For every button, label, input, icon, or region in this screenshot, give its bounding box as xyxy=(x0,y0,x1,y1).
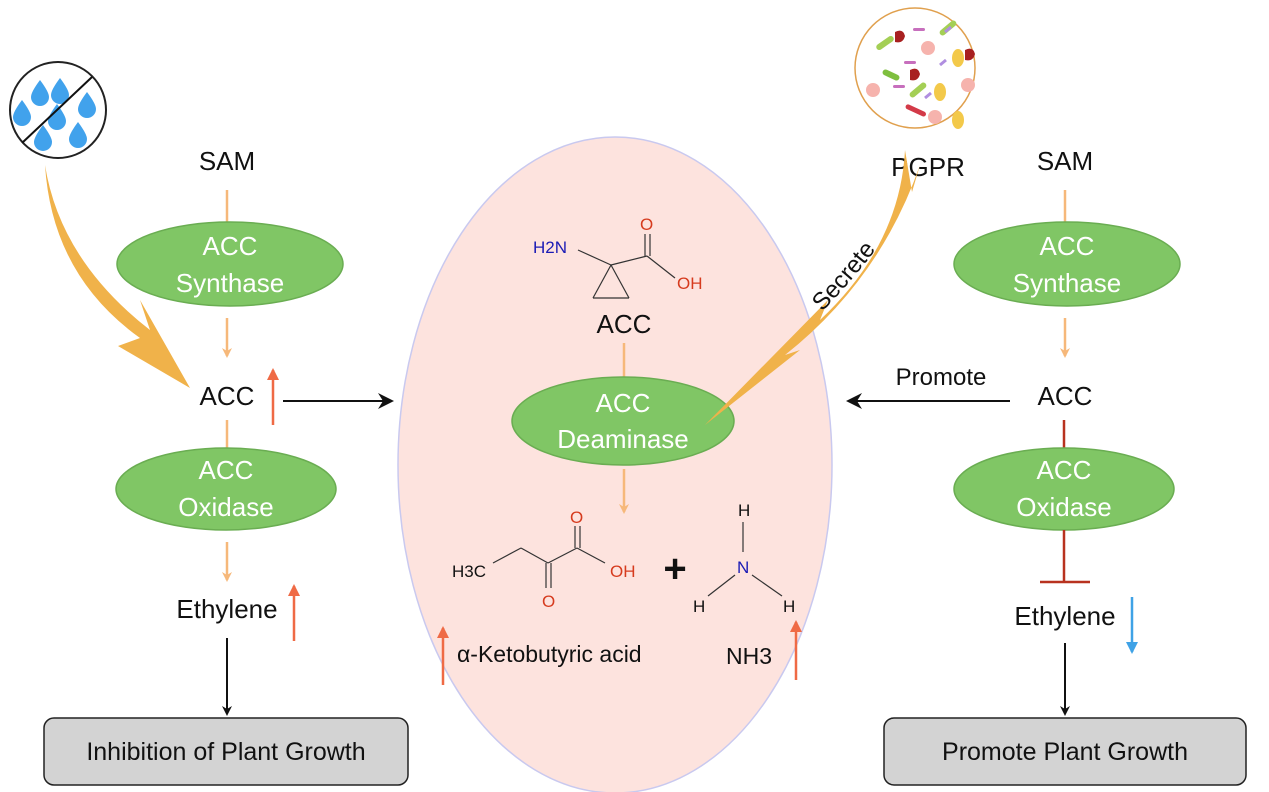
svg-text:Inhibition of Plant Growth: Inhibition of Plant Growth xyxy=(86,738,365,766)
promote-label: Promote xyxy=(896,364,987,391)
svg-text:Oxidase: Oxidase xyxy=(1016,492,1111,522)
svg-text:Promote Plant Growth: Promote Plant Growth xyxy=(942,738,1188,766)
right-acc-label: ACC xyxy=(1038,381,1093,411)
svg-text:ACC: ACC xyxy=(199,455,254,485)
left-acc-oxidase-enzyme: ACC Oxidase xyxy=(115,447,337,531)
svg-text:H2N: H2N xyxy=(533,238,567,257)
pgpr-bacteria-icon xyxy=(854,7,976,129)
right-acc-synthase-enzyme: ACC Synthase xyxy=(953,221,1181,307)
svg-text:O: O xyxy=(640,215,653,234)
left-outcome-box: Inhibition of Plant Growth xyxy=(43,717,409,786)
svg-text:H: H xyxy=(783,597,795,616)
ketobutyrate-label: α-Ketobutyric acid xyxy=(457,641,642,667)
alpha-ketobutyrate-structure: H3C O OH O xyxy=(452,508,636,611)
nh3-label: NH3 xyxy=(726,643,772,669)
svg-text:Synthase: Synthase xyxy=(176,268,284,298)
right-ethylene-label: Ethylene xyxy=(1014,601,1115,631)
drought-icon xyxy=(9,61,107,159)
svg-text:ACC: ACC xyxy=(1037,455,1092,485)
left-ethylene-label: Ethylene xyxy=(176,594,277,624)
ammonia-structure: H N H H xyxy=(693,501,795,616)
svg-text:N: N xyxy=(737,558,749,577)
svg-text:Deaminase: Deaminase xyxy=(557,424,689,454)
svg-text:H: H xyxy=(693,597,705,616)
svg-text:O: O xyxy=(570,508,583,527)
left-sam-label: SAM xyxy=(199,146,255,176)
svg-text:H: H xyxy=(738,501,750,520)
svg-text:Synthase: Synthase xyxy=(1013,268,1121,298)
acc-structure: H2N O OH xyxy=(533,215,703,299)
left-acc-synthase-enzyme: ACC Synthase xyxy=(116,221,344,307)
left-acc-label: ACC xyxy=(200,381,255,411)
svg-text:ACC: ACC xyxy=(1040,231,1095,261)
right-sam-label: SAM xyxy=(1037,146,1093,176)
ethylene-inhibition-bar xyxy=(1040,530,1090,584)
svg-text:O: O xyxy=(542,592,555,611)
acc-deaminase-enzyme: ACC Deaminase xyxy=(511,376,735,466)
right-acc-oxidase-enzyme: ACC Oxidase xyxy=(953,447,1175,531)
plus-sign: + xyxy=(663,547,686,591)
secrete-label: Secrete xyxy=(807,236,881,316)
svg-text:OH: OH xyxy=(677,274,703,293)
svg-text:OH: OH xyxy=(610,562,636,581)
svg-text:ACC: ACC xyxy=(203,231,258,261)
right-outcome-box: Promote Plant Growth xyxy=(883,717,1247,786)
svg-text:Oxidase: Oxidase xyxy=(178,492,273,522)
center-acc-label: ACC xyxy=(597,309,652,339)
svg-text:ACC: ACC xyxy=(596,388,651,418)
svg-text:H3C: H3C xyxy=(452,562,486,581)
stress-bolt-arrow xyxy=(45,165,190,388)
